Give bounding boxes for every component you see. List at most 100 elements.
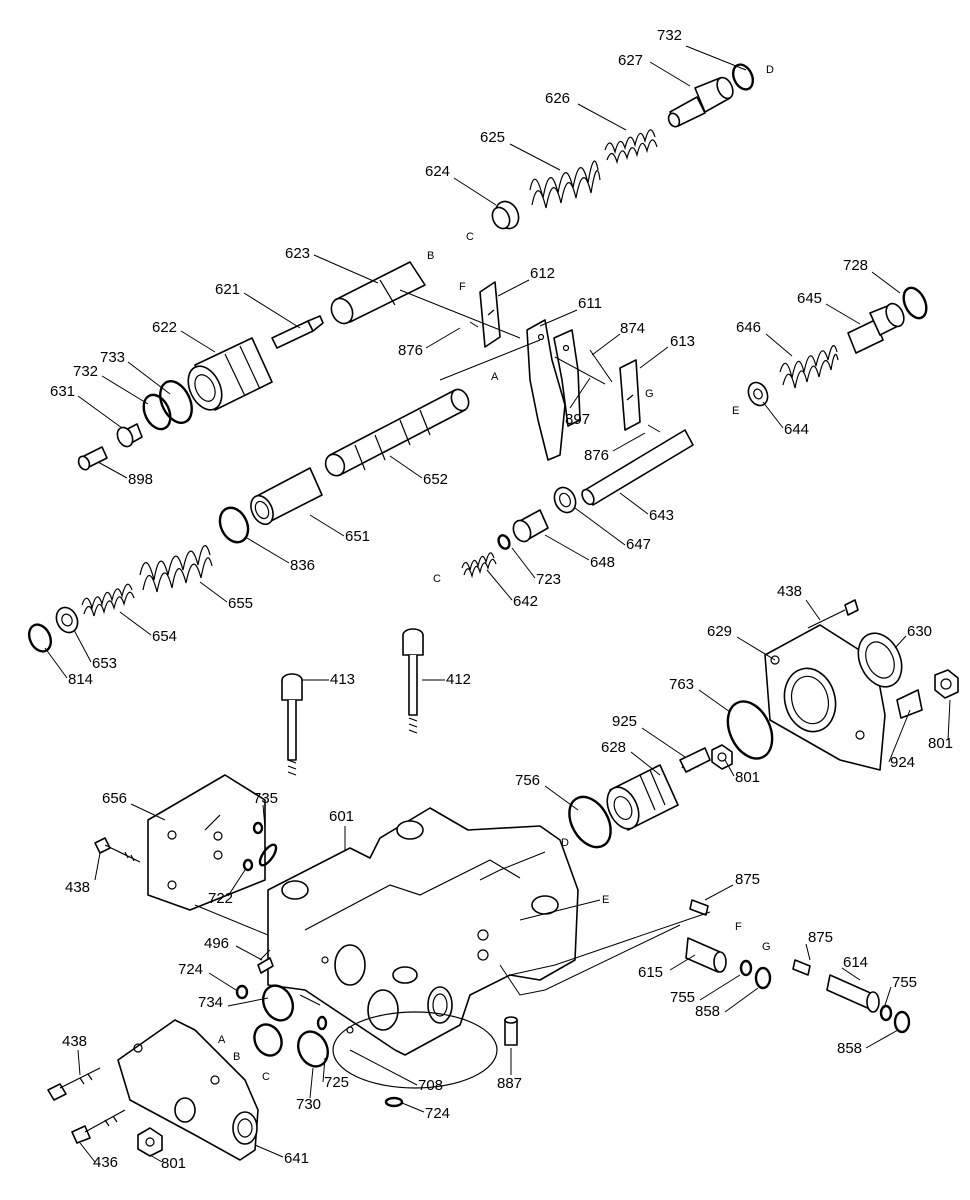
- part-number-label: 413: [330, 671, 355, 688]
- part-number-label: 412: [446, 671, 471, 688]
- leader-line: [825, 303, 861, 325]
- leader-line: [509, 143, 561, 171]
- leader-line: [130, 803, 166, 821]
- leader-line: [871, 271, 901, 294]
- part-number-label: 725: [324, 1074, 349, 1091]
- leader-line: [77, 1049, 81, 1076]
- leader-line: [699, 974, 741, 1001]
- part-number-label: 814: [68, 671, 93, 688]
- leader-line: [888, 709, 911, 763]
- port-letter: E: [602, 894, 609, 906]
- leader-line: [73, 629, 92, 663]
- leader-line: [180, 330, 216, 353]
- part-number-label: 858: [837, 1040, 862, 1057]
- port-letter: F: [735, 921, 742, 933]
- part-number-label: 924: [890, 754, 915, 771]
- spring-654: [81, 583, 135, 617]
- oring-732: [142, 393, 172, 431]
- leader-line: [649, 61, 691, 87]
- leader-line: [669, 954, 696, 971]
- leader-line: [544, 534, 590, 561]
- part-number-label: 622: [152, 319, 177, 336]
- part-number-label: 732: [657, 27, 682, 44]
- ring-858-a: [754, 966, 772, 990]
- leader-line: [313, 254, 379, 284]
- bolt-412: [402, 628, 424, 734]
- bolt-438-bottom: [47, 1067, 101, 1101]
- part-number-label: 648: [590, 554, 615, 571]
- port-letter: A: [491, 371, 499, 383]
- nut-801-mid: [711, 744, 733, 770]
- part-number-label: 647: [626, 536, 651, 553]
- oring-755-a: [739, 959, 753, 977]
- leader-line: [704, 884, 734, 901]
- plug-645: [847, 302, 905, 354]
- leader-line: [947, 699, 951, 741]
- leader-line: [511, 547, 536, 579]
- part-number-label: 630: [907, 623, 932, 640]
- part-number-label: 644: [784, 421, 809, 438]
- part-number-label: 756: [515, 772, 540, 789]
- plate-613: [619, 359, 641, 431]
- part-number-label: 724: [425, 1105, 450, 1122]
- leader-line: [736, 636, 776, 661]
- nut-801-right: [934, 669, 959, 699]
- cover-641: [117, 1019, 259, 1161]
- part-number-label: 728: [843, 257, 868, 274]
- part-number-label: 875: [808, 929, 833, 946]
- part-number-label: 887: [497, 1075, 522, 1092]
- part-number-label: 438: [777, 583, 802, 600]
- port-letter: D: [561, 837, 569, 849]
- part-number-label: 642: [513, 593, 538, 610]
- screw-925: [679, 747, 711, 773]
- part-number-label: 628: [601, 739, 626, 756]
- pin-623: [330, 261, 426, 325]
- part-number-label: 874: [620, 320, 645, 337]
- oring-733: [159, 380, 193, 424]
- port-letter: B: [233, 1051, 240, 1063]
- rod-643: [581, 429, 694, 506]
- port-letter: G: [762, 941, 771, 953]
- part-number-label: 733: [100, 349, 125, 366]
- washer-644: [747, 381, 769, 407]
- part-number-label: 496: [204, 935, 229, 952]
- leader-line: [97, 461, 128, 479]
- leader-line: [101, 375, 149, 405]
- sleeve-615: [685, 937, 727, 973]
- leader-line: [577, 103, 627, 131]
- plug-627: [667, 76, 734, 128]
- bolt-438-top: [807, 599, 859, 629]
- leader-line: [243, 292, 301, 329]
- leader-line: [805, 943, 811, 961]
- leader-line: [762, 401, 784, 429]
- leader-lines: [44, 45, 951, 1163]
- leader-line: [77, 395, 123, 429]
- plug-651: [250, 467, 323, 526]
- pin-875-upper: [689, 899, 709, 916]
- leader-line: [883, 986, 892, 1009]
- leader-line: [309, 1067, 314, 1099]
- bearing-630: [857, 632, 903, 688]
- leader-line: [235, 945, 263, 961]
- spool-652: [324, 388, 470, 477]
- plate-612: [479, 281, 501, 348]
- oring-728: [902, 286, 928, 320]
- pin-621: [271, 315, 324, 349]
- leader-line: [199, 581, 228, 603]
- part-number-label: 615: [638, 964, 663, 981]
- part-number-label: 734: [198, 994, 223, 1011]
- leader-line: [574, 507, 626, 546]
- leader-line: [685, 45, 747, 71]
- leader-line: [425, 327, 461, 349]
- leader-line: [805, 599, 821, 621]
- part-number-label: 624: [425, 163, 450, 180]
- leader-line: [724, 759, 735, 777]
- oring-735a: [252, 821, 264, 835]
- oring-724-bottom: [384, 1096, 404, 1108]
- part-number-label: 723: [536, 571, 561, 588]
- port-letter: E: [732, 405, 739, 417]
- collar-631: [116, 423, 143, 448]
- leader-line: [612, 432, 646, 452]
- part-number-label: 858: [695, 1003, 720, 1020]
